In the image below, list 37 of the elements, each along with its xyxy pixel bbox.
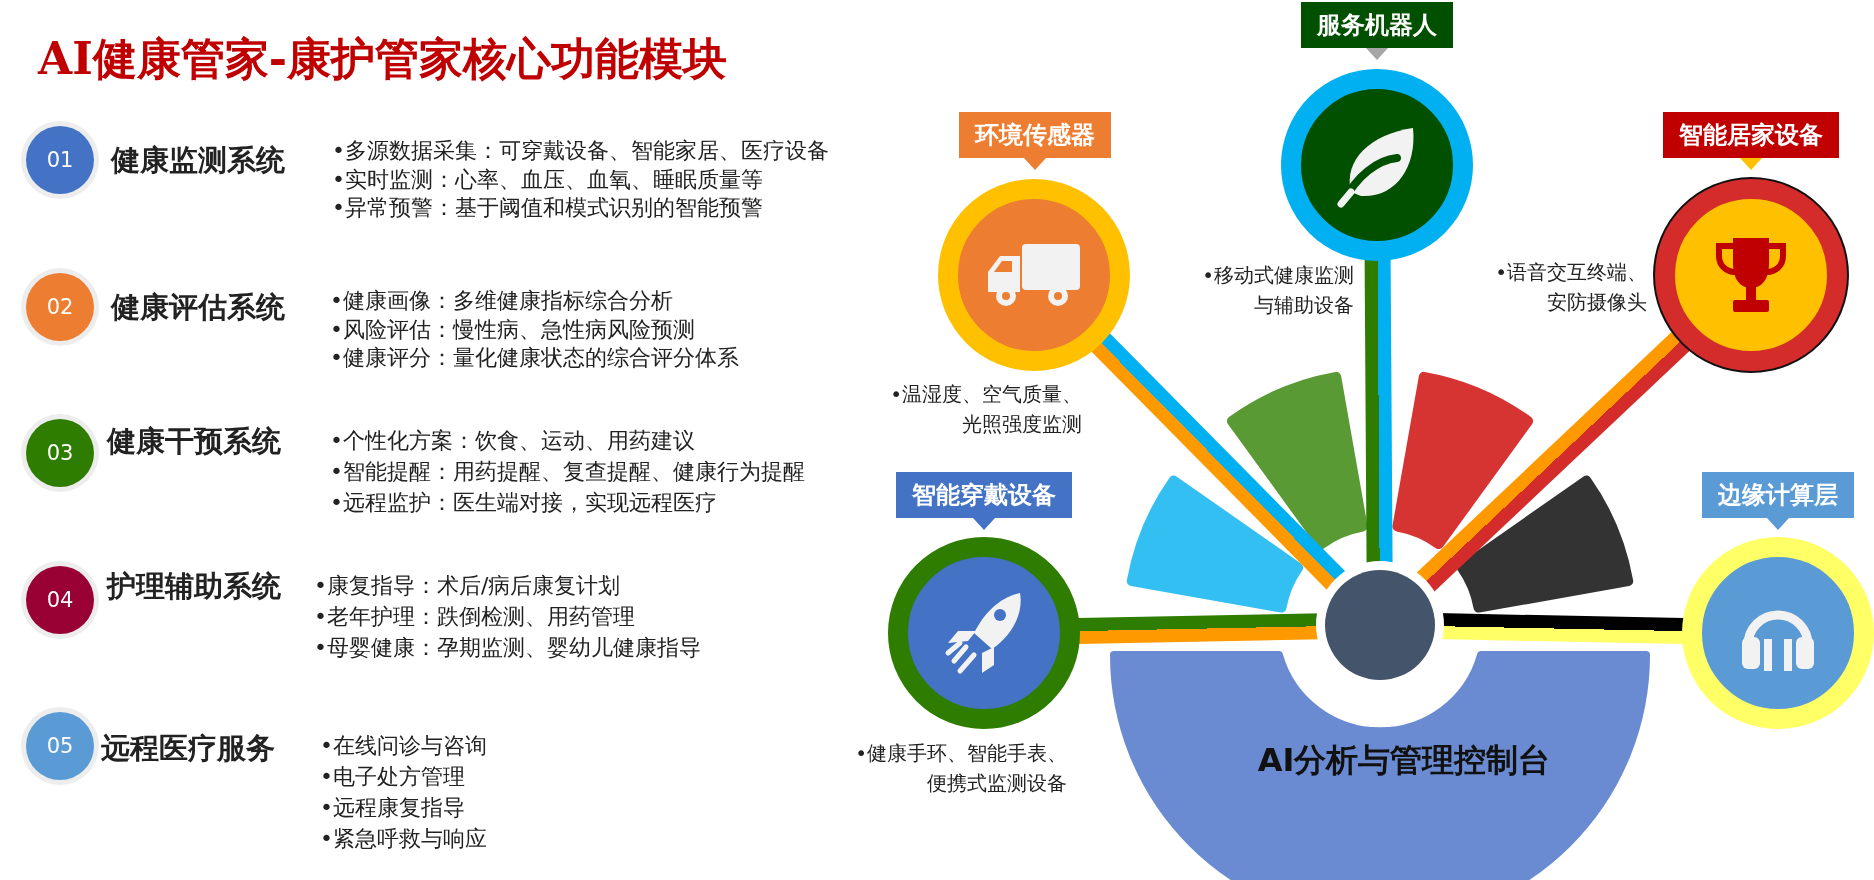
heading-text: 健康监测系统 (111, 142, 285, 179)
bullet-text: •健康画像：多维健康指标综合分析 (330, 287, 673, 315)
number-label: 04 (45, 587, 75, 614)
description-text: •移动式健康监测与辅助设备 (1201, 262, 1354, 319)
bullet-text: •老年护理：跌倒检测、用药管理 (314, 603, 635, 631)
description-text: •语音交互终端、安防摄像头 (1494, 259, 1647, 316)
heading-text: 护理辅助系统 (107, 568, 281, 605)
number-label: 01 (45, 147, 75, 174)
bullet-text: •异常预警：基于阈值和模式识别的智能预警 (332, 194, 763, 222)
bullet-text: •实时监测：心率、血压、血氧、睡眠质量等 (332, 165, 763, 194)
bullet-text: •电子处方管理 (320, 763, 465, 791)
bullet-text: •远程康复指导 (320, 794, 465, 822)
bullet-text: •健康评分：量化健康状态的综合评分体系 (330, 344, 739, 372)
bullet-text: •风险评估：慢性病、急性病风险预测 (330, 315, 695, 344)
bullet-text: •康复指导：术后/病后康复计划 (314, 572, 621, 600)
bullet-text: •母婴健康：孕期监测、婴幼儿健康指导 (314, 634, 701, 662)
bullet-text: •在线问诊与咨询 (320, 732, 487, 760)
number-label: 02 (45, 294, 75, 321)
bullet-text: •个性化方案：饮食、运动、用药建议 (330, 427, 695, 455)
bullet-text: •多源数据采集：可穿戴设备、智能家居、医疗设备 (332, 137, 829, 165)
heading-text: 健康干预系统 (107, 423, 281, 460)
tag-label: 环境传感器 (959, 112, 1111, 170)
tag-label: 边缘计算层 (1702, 472, 1854, 530)
tag-label: 智能穿戴设备 (896, 472, 1072, 530)
bullet-text: •远程监护：医生端对接，实现远程医疗 (330, 489, 717, 517)
number-label: 03 (45, 440, 75, 467)
heading-text: 远程医疗服务 (101, 730, 275, 767)
tag-label: 服务机器人 (1301, 2, 1453, 60)
description-text: •温湿度、空气质量、光照强度监测 (889, 381, 1082, 438)
title-text: AI健康管家-康护管家核心功能模块 (38, 32, 727, 86)
bullet-text: •紧急呼救与响应 (320, 825, 487, 853)
console-label: AI分析与管理控制台 (1256, 740, 1552, 781)
number-label: 05 (45, 733, 75, 760)
tag-label: 智能居家设备 (1663, 112, 1839, 170)
bullet-text: •智能提醒：用药提醒、复查提醒、健康行为提醒 (330, 458, 805, 486)
heading-text: 健康评估系统 (111, 289, 285, 326)
description-text: •健康手环、智能手表、便携式监测设备 (854, 740, 1067, 797)
